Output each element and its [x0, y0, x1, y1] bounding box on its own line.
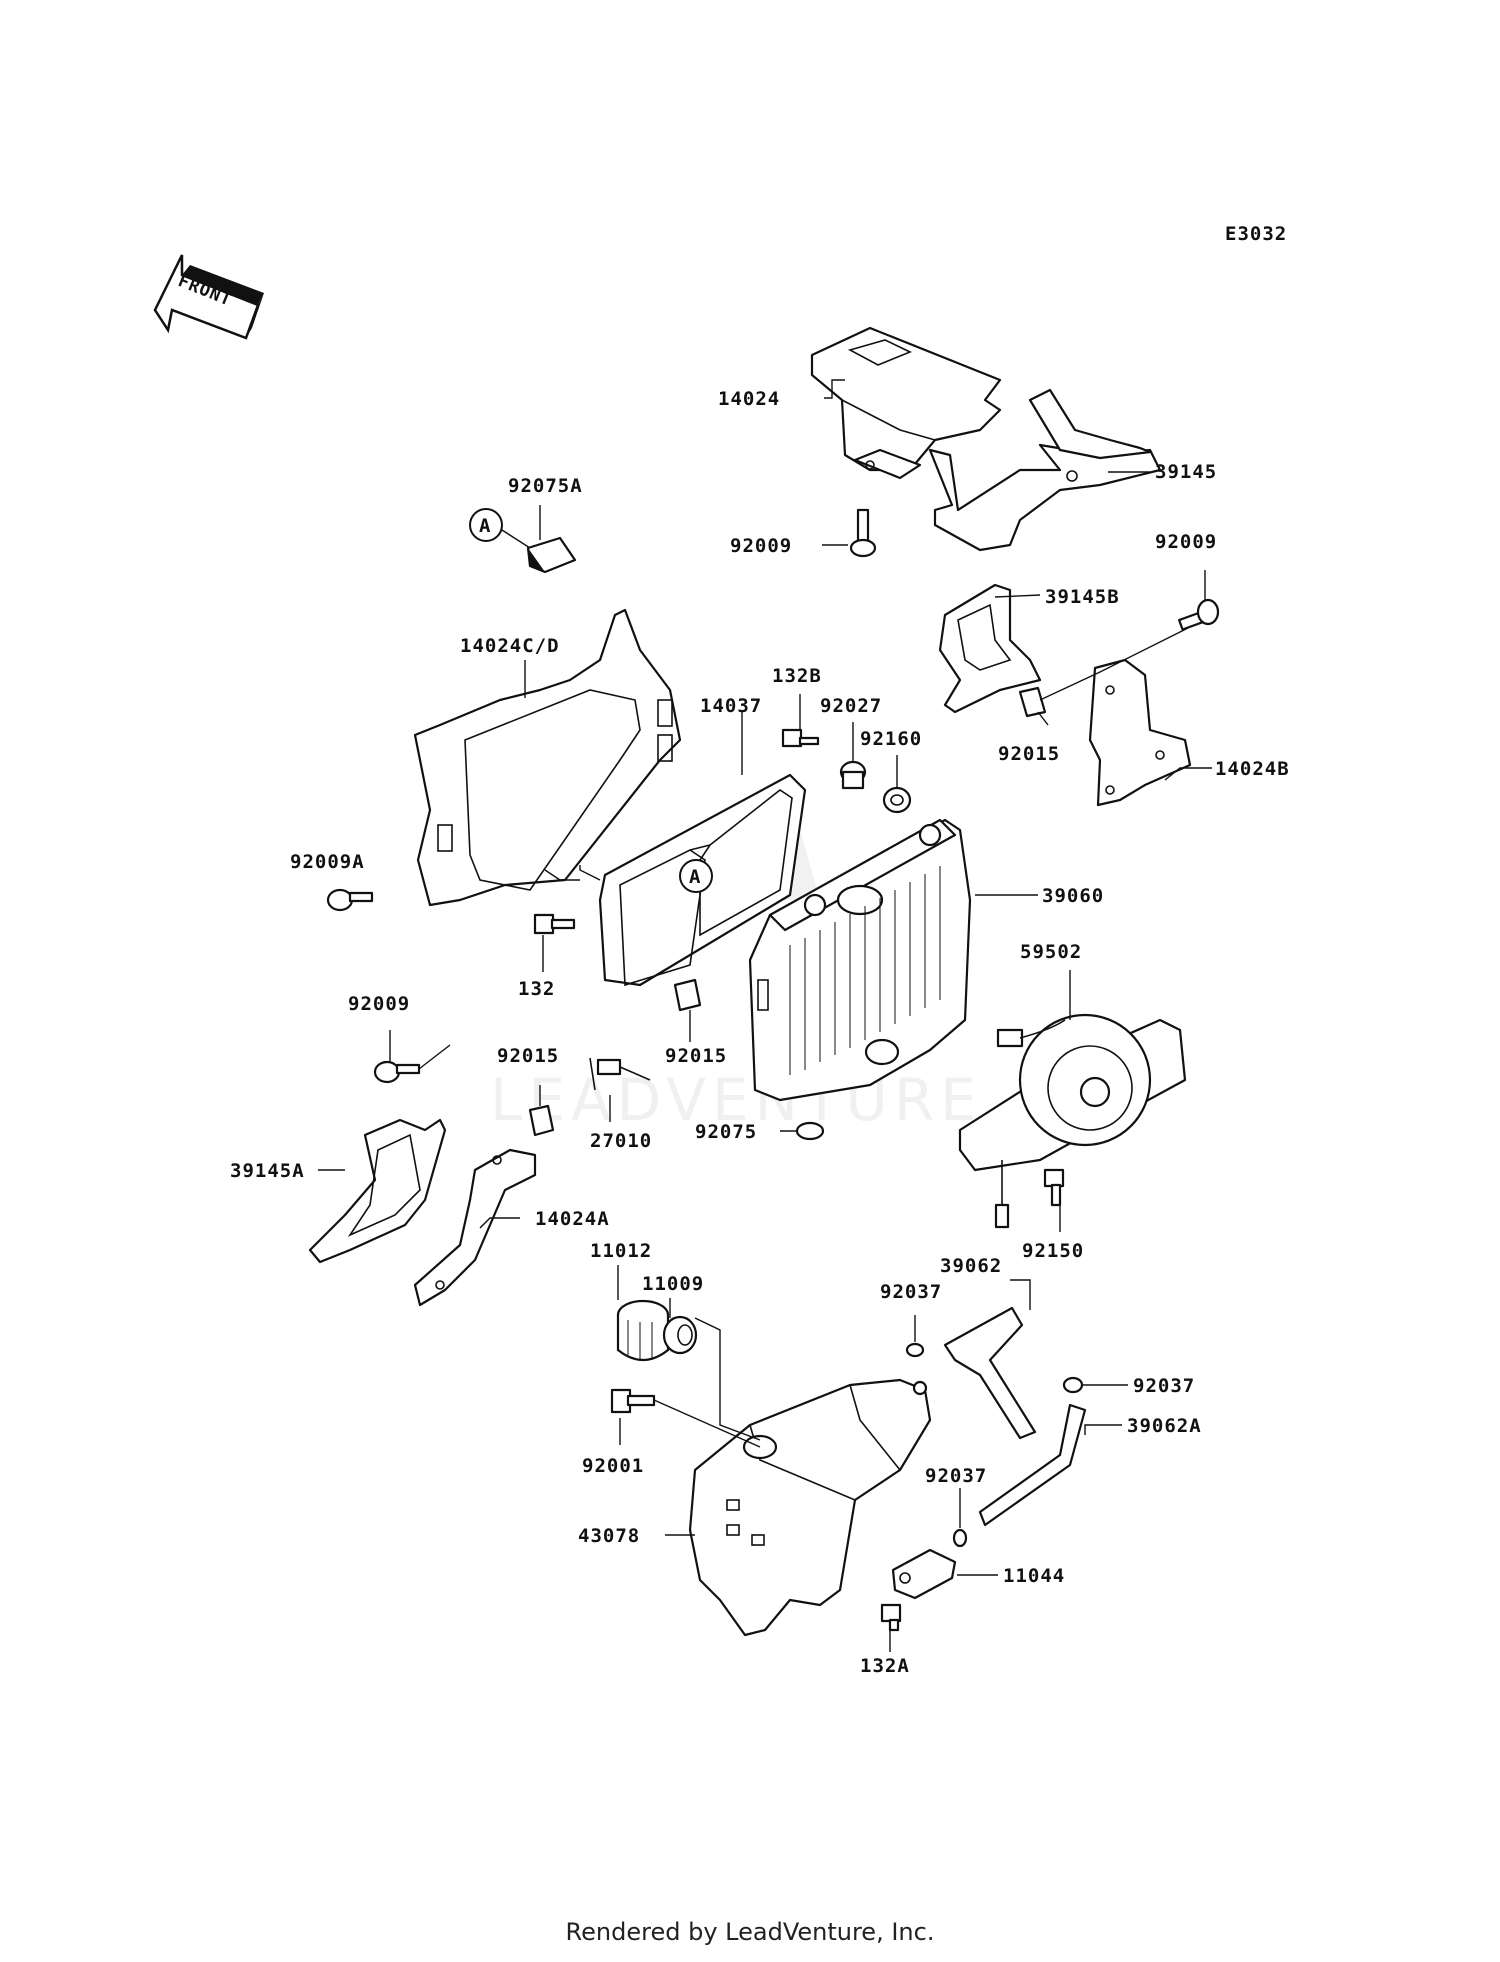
cap-11012-drawing: [616, 1299, 670, 1362]
label-92150: 92150: [1022, 1240, 1084, 1262]
label-14024: 14024: [718, 388, 780, 410]
label-92037-bottom: 92037: [925, 1465, 987, 1487]
label-92001: 92001: [582, 1455, 644, 1477]
label-92075A: 92075A: [508, 475, 583, 497]
label-39145: 39145: [1155, 461, 1217, 483]
bolt-92009A-drawing: [326, 888, 374, 912]
label-59502: 59502: [1020, 941, 1082, 963]
label-39145B: 39145B: [1045, 586, 1120, 608]
bolt-92150-drawing: [1043, 1168, 1065, 1207]
grommet-92075-drawing: [795, 1121, 825, 1141]
label-132: 132: [518, 978, 555, 1000]
label-92009A: 92009A: [290, 851, 365, 873]
front-arrow-icon: FRONT: [153, 254, 264, 340]
guide-39145B-drawing: [938, 583, 1042, 714]
label-39062: 39062: [940, 1255, 1002, 1277]
shroud-14024CD-drawing: [413, 608, 682, 907]
label-43078: 43078: [578, 1525, 640, 1547]
guide-39145A-drawing: [308, 1118, 447, 1264]
callout-a-lower: A: [679, 859, 713, 893]
label-39060: 39060: [1042, 885, 1104, 907]
collar-92027-drawing: [839, 760, 867, 790]
hose-39062A-drawing: [978, 1403, 1087, 1527]
label-11044: 11044: [1003, 1565, 1065, 1587]
label-11009: 11009: [642, 1273, 704, 1295]
clamp-92037-bottom-drawing: [952, 1528, 968, 1548]
bolt-92009-left-drawing: [373, 1060, 421, 1084]
fan-59502-drawing: [958, 1013, 1187, 1229]
part-labels: 14024 39145 92075A 92009 92009 39145B 14…: [230, 388, 1290, 1677]
label-39062A: 39062A: [1127, 1415, 1202, 1437]
label-132A: 132A: [860, 1655, 910, 1677]
bolt-92009-right-drawing: [1178, 598, 1220, 631]
label-92009-top: 92009: [730, 535, 792, 557]
label-39145A: 39145A: [230, 1160, 305, 1182]
footer-credit: Rendered by LeadVenture, Inc.: [565, 1918, 935, 1946]
diagram-code: E3032: [1225, 223, 1287, 245]
label-11012: 11012: [590, 1240, 652, 1262]
label-92027: 92027: [820, 695, 882, 717]
clip-92015-left-drawing: [528, 1104, 555, 1137]
radiator-39060-drawing: [748, 818, 972, 1102]
seal-11009-drawing: [662, 1315, 698, 1355]
bolt-132-drawing: [533, 913, 576, 935]
guide-39145-drawing: [928, 388, 1162, 552]
pad-92075A-drawing: [526, 536, 577, 574]
reservoir-tank-43078-drawing: [688, 1378, 932, 1637]
svg-text:A: A: [689, 866, 701, 888]
leader-lines: [318, 379, 1212, 1652]
label-92015-left: 92015: [497, 1045, 559, 1067]
grommet-92160-drawing: [882, 786, 912, 814]
label-14024A: 14024A: [535, 1208, 610, 1230]
label-92037-right: 92037: [1133, 1375, 1195, 1397]
label-27010: 27010: [590, 1130, 652, 1152]
clip-92015-right-drawing: [1018, 686, 1047, 718]
sensor-27010-drawing: [589, 1057, 651, 1091]
bracket-14024-drawing: [810, 326, 1002, 480]
bolt-92009-top-drawing: [849, 508, 877, 558]
label-92075: 92075: [695, 1121, 757, 1143]
clamp-92037-top-drawing: [905, 1342, 925, 1358]
watermark-text: LEADVENTURE: [490, 1066, 983, 1134]
label-92015-center: 92015: [665, 1045, 727, 1067]
label-14024B: 14024B: [1215, 758, 1290, 780]
svg-text:A: A: [479, 515, 491, 537]
bracket-11044-drawing: [891, 1548, 957, 1600]
label-132B: 132B: [772, 665, 822, 687]
bolt-92001-drawing: [610, 1388, 656, 1414]
label-92009-left: 92009: [348, 993, 410, 1015]
label-92015-right: 92015: [998, 743, 1060, 765]
bracket-14024A-drawing: [413, 1148, 537, 1307]
label-14037: 14037: [700, 695, 762, 717]
hose-39062-drawing: [943, 1306, 1037, 1440]
clip-92015-center-drawing: [673, 978, 702, 1012]
bracket-14024B-drawing: [1088, 658, 1192, 807]
leadventure-watermark: LEADVENTURE: [490, 820, 983, 1134]
clamp-92037-right-drawing: [1062, 1376, 1084, 1394]
label-14024CD: 14024C/D: [460, 635, 560, 657]
bolt-132B-drawing: [781, 728, 820, 748]
label-92009-right: 92009: [1155, 531, 1217, 553]
callout-a-upper: A: [469, 508, 531, 549]
bolt-132A-drawing: [880, 1603, 902, 1632]
label-92037-top: 92037: [880, 1281, 942, 1303]
label-92160: 92160: [860, 728, 922, 750]
